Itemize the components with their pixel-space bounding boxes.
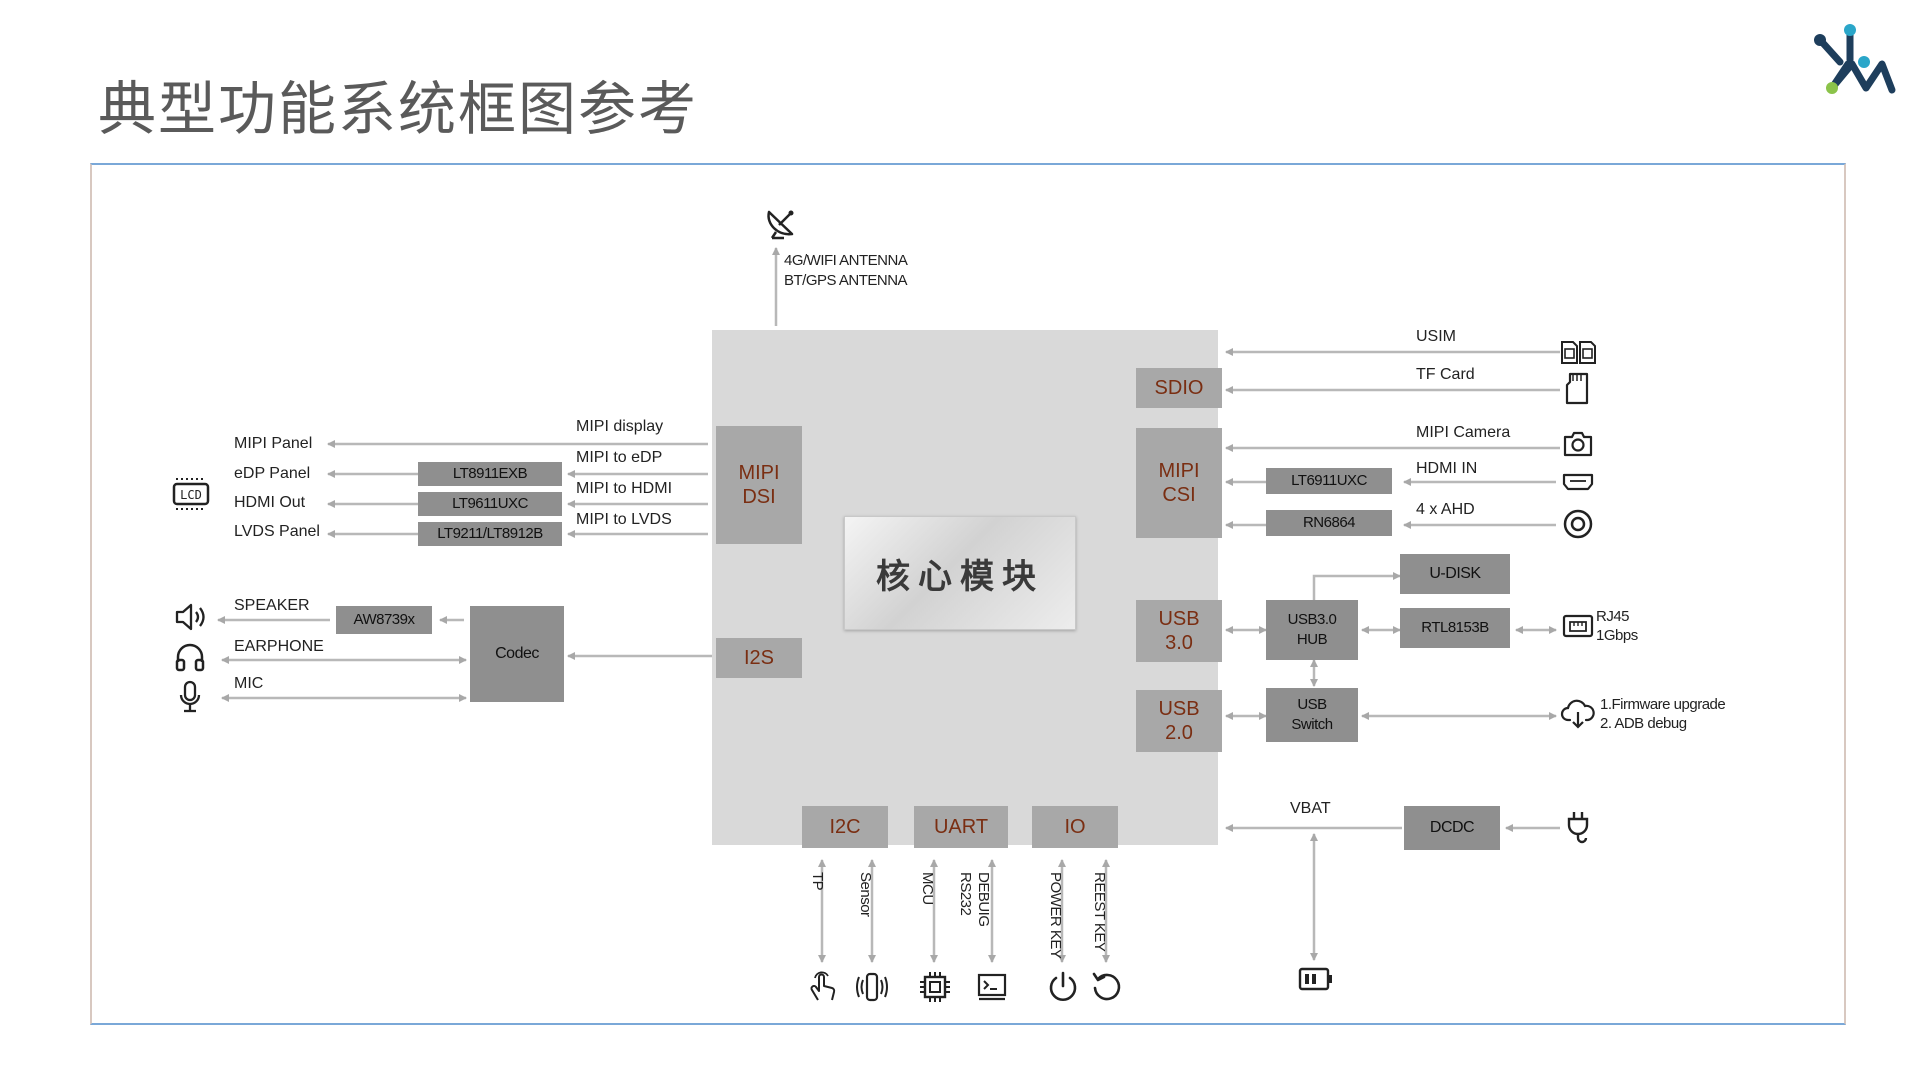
- bus-usb20: USB 2.0: [1136, 690, 1222, 752]
- bus-i2c: I2C: [802, 806, 888, 848]
- core-module-label: 核心模块: [844, 516, 1076, 630]
- bus-io: IO: [1032, 806, 1118, 848]
- mic-label: MIC: [234, 675, 264, 692]
- mcu-label: MCU: [919, 872, 936, 905]
- terminal-icon: [977, 973, 1007, 1001]
- reset-key-label: REEST KEY: [1091, 872, 1108, 952]
- debug-label: DEBUIG: [975, 872, 992, 927]
- cpu-chip-icon: [920, 972, 950, 1002]
- chip-dcdc: DCDC: [1404, 806, 1500, 850]
- earphone-label: EARPHONE: [234, 638, 324, 655]
- link-mipi-display: MIPI display: [576, 418, 664, 435]
- panel-hdmi: HDMI Out: [234, 494, 306, 511]
- sim-card-icon: [1561, 341, 1596, 364]
- chip-usb-switch: USB Switch: [1266, 688, 1358, 742]
- antenna-label-1: 4G/WIFI ANTENNA: [784, 252, 908, 269]
- power-icon: [1049, 971, 1077, 1001]
- hdmi-in-label: HDMI IN: [1416, 460, 1478, 477]
- panel-lvds: LVDS Panel: [234, 523, 320, 540]
- microphone-icon: [179, 680, 201, 713]
- bus-usb30: USB 3.0: [1136, 600, 1222, 662]
- panel-edp: eDP Panel: [234, 465, 311, 482]
- bus-i2s: I2S: [716, 638, 802, 678]
- antenna-label-2: BT/GPS ANTENNA: [784, 272, 908, 289]
- speaker-label: SPEAKER: [234, 597, 310, 614]
- sd-card-icon: [1565, 372, 1589, 405]
- chip-rtl8153b: RTL8153B: [1400, 608, 1510, 648]
- chip-lt8911exb: LT8911EXB: [418, 462, 562, 486]
- headphones-icon: [175, 643, 205, 672]
- chip-usb30-hub: USB3.0 HUB: [1266, 600, 1358, 660]
- chip-lt6911uxc: LT6911UXC: [1266, 468, 1392, 494]
- lcd-icon-text: LCD: [180, 488, 202, 502]
- battery-icon: [1298, 967, 1332, 991]
- mipi-camera-label: MIPI Camera: [1416, 424, 1511, 441]
- rj45-speed-label: 1Gbps: [1596, 627, 1638, 644]
- bus-sdio: SDIO: [1136, 368, 1222, 408]
- camera-icon: [1563, 431, 1593, 457]
- power-key-label: POWER KEY: [1047, 872, 1064, 959]
- logo-icon: [1814, 24, 1896, 94]
- chip-u-disk: U-DISK: [1400, 554, 1510, 594]
- ethernet-port-icon: [1562, 614, 1594, 638]
- rj45-label: RJ45: [1596, 608, 1630, 625]
- usim-label: USIM: [1416, 328, 1456, 345]
- touch-hand-icon: [810, 971, 836, 1001]
- bus-mipi-dsi: MIPI DSI: [716, 426, 802, 544]
- cloud-usb-icon: [1560, 699, 1595, 729]
- tf-card-label: TF Card: [1416, 366, 1475, 383]
- bus-uart: UART: [914, 806, 1008, 848]
- chip-rn6864: RN6864: [1266, 510, 1392, 536]
- tp-label: TP: [809, 872, 826, 891]
- vbat-label: VBAT: [1290, 800, 1331, 817]
- reset-icon: [1092, 972, 1121, 1001]
- speaker-icon: [175, 603, 205, 631]
- hdmi-port-icon: [1562, 473, 1594, 491]
- page-title: 典型功能系统框图参考: [98, 75, 699, 143]
- lcd-icon: LCD: [172, 478, 210, 510]
- satellite-dish-icon: [767, 210, 794, 240]
- link-mipi-hdmi: MIPI to HDMI: [576, 480, 673, 497]
- chip-lt9611uxc: LT9611UXC: [418, 492, 562, 516]
- chip-codec: Codec: [470, 606, 564, 702]
- link-mipi-edp: MIPI to eDP: [576, 449, 663, 466]
- usb-note-1: 1.Firmware upgrade: [1600, 696, 1726, 713]
- ahd-label: 4 x AHD: [1416, 501, 1475, 518]
- ahd-camera-icon: [1563, 509, 1593, 539]
- usb-note-2: 2. ADB debug: [1600, 715, 1687, 732]
- rs232-label: RS232: [957, 872, 974, 916]
- vibration-sensor-icon: [856, 972, 888, 1002]
- chip-lt9211-lt8912b: LT9211/LT8912B: [418, 522, 562, 546]
- chip-aw8739x: AW8739x: [336, 606, 432, 634]
- diagram-frame: [90, 163, 1846, 1025]
- panel-mipi: MIPI Panel: [234, 435, 313, 452]
- bus-mipi-csi: MIPI CSI: [1136, 428, 1222, 538]
- sensor-label: Sensor: [857, 872, 874, 917]
- link-mipi-lvds: MIPI to LVDS: [576, 511, 672, 528]
- power-plug-icon: [1567, 812, 1589, 844]
